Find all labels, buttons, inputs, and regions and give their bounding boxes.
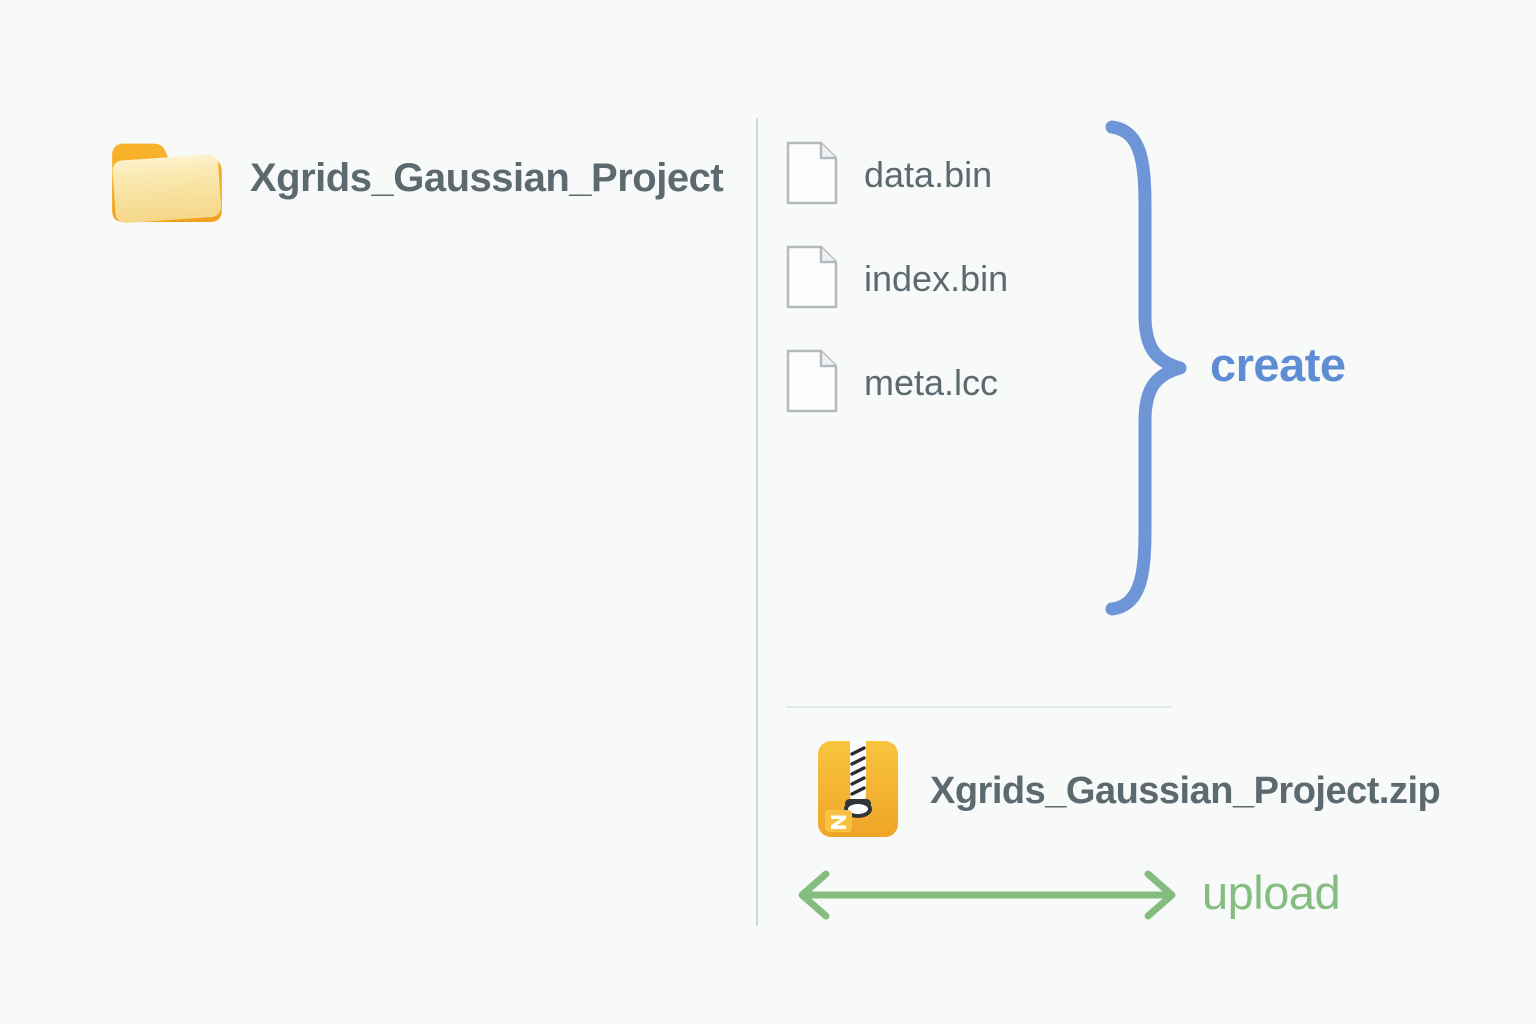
upload-annotation: upload <box>1202 866 1341 919</box>
file-item-data-bin: data.bin <box>785 140 993 211</box>
zip-archive-icon <box>818 741 898 842</box>
file-icon <box>785 140 839 211</box>
file-icon <box>785 244 839 315</box>
curly-brace-shape <box>1098 119 1190 617</box>
horizontal-divider <box>786 706 1172 708</box>
file-icon <box>785 348 839 419</box>
project-folder-name: Xgrids_Gaussian_Project <box>250 156 724 200</box>
zip-archive-row: Xgrids_Gaussian_Project.zip <box>818 741 1441 842</box>
zip-file-name: Xgrids_Gaussian_Project.zip <box>930 770 1441 812</box>
file-item-meta-lcc: meta.lcc <box>785 348 999 419</box>
folder-icon <box>106 128 224 229</box>
project-folder-row: Xgrids_Gaussian_Project <box>106 128 724 229</box>
file-name: data.bin <box>864 154 993 195</box>
double-headed-arrow-icon <box>796 866 1178 924</box>
create-annotation: create <box>1210 338 1346 391</box>
file-name: meta.lcc <box>864 362 999 403</box>
file-item-index-bin: index.bin <box>785 244 1009 315</box>
vertical-divider <box>756 118 758 926</box>
file-name: index.bin <box>864 258 1009 299</box>
